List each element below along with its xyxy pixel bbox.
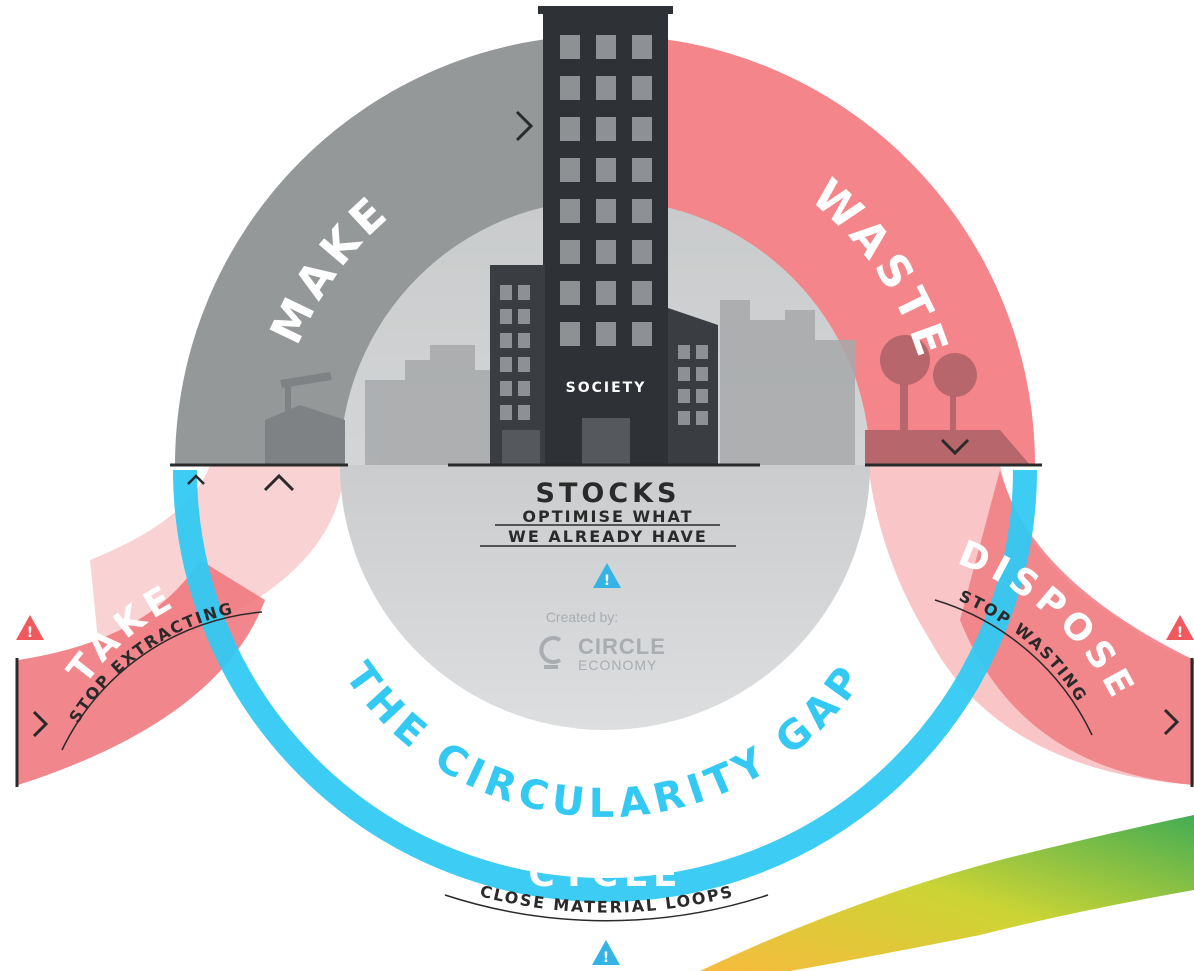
building-window [518,309,530,324]
warning-triangle-icon: ! [1166,615,1194,641]
oil-pump-icon [265,372,345,465]
building-window [596,76,616,100]
society-label: SOCIETY [566,380,647,396]
building-window [696,411,708,425]
building-window [632,240,652,264]
building-window [696,345,708,359]
building-window [560,76,580,100]
building-window [632,281,652,305]
chevron-right-make-icon [515,110,534,142]
building-window [500,333,512,348]
building-window [632,35,652,59]
building-window [678,389,690,403]
building-window [678,411,690,425]
svg-text:!: ! [27,625,33,641]
building-window [596,199,616,223]
building-window [560,35,580,59]
building-window [596,322,616,346]
chevron-up-cycle-icon [187,474,205,485]
building-window [500,381,512,396]
building-window [596,35,616,59]
stocks-action-line1: OPTIMISE WHAT [522,507,693,526]
building-window [560,240,580,264]
chevron-right-take-icon [32,710,49,738]
cycle-underline [444,894,769,922]
building-window [678,345,690,359]
warning-triangle-icon: ! [593,563,621,589]
building-window [632,76,652,100]
building-window [696,367,708,381]
svg-text:!: ! [603,950,609,966]
building-window [518,285,530,300]
building-window [596,240,616,264]
building-window [500,285,512,300]
svg-text:!: ! [1177,625,1183,641]
building-window [560,117,580,141]
building-window [518,333,530,348]
stocks-label: STOCKS [536,478,681,509]
building-window [678,367,690,381]
building-window [500,357,512,372]
rainbow-brush-stroke [700,815,1194,971]
chevron-right-dispose-icon [1163,708,1180,736]
make-band [175,35,605,465]
org-name-line1: CIRCLE [578,634,666,659]
building-window [596,117,616,141]
cycle-label: CYCLE [528,854,683,895]
svg-text:!: ! [604,573,610,589]
dispose-underline [934,599,1093,736]
building-window [560,199,580,223]
cycle-ring [173,469,1037,902]
building-window [596,158,616,182]
building-window [500,309,512,324]
building-window [632,322,652,346]
building-window [632,199,652,223]
building-window [518,357,530,372]
chevron-up-take-icon [263,473,295,492]
building-window [560,281,580,305]
building-window [500,405,512,420]
building-window [560,322,580,346]
building-window [596,281,616,305]
city-skyline [365,300,855,465]
take-underline [61,611,263,751]
chevron-down-waste-icon [940,438,970,456]
building-window [632,158,652,182]
building-window [560,158,580,182]
circle-economy-logo: CIRCLE ECONOMY [539,634,666,673]
stocks-action-line2: WE ALREADY HAVE [508,527,708,546]
building-window [696,389,708,403]
society-building [490,6,718,465]
building-window [632,117,652,141]
warning-triangle-icon: ! [16,615,44,641]
building-window [518,405,530,420]
org-name-line2: ECONOMY [578,657,657,673]
created-by-label: Created by: [546,609,618,625]
building-window [518,381,530,396]
warning-triangle-icon: ! [592,940,620,966]
